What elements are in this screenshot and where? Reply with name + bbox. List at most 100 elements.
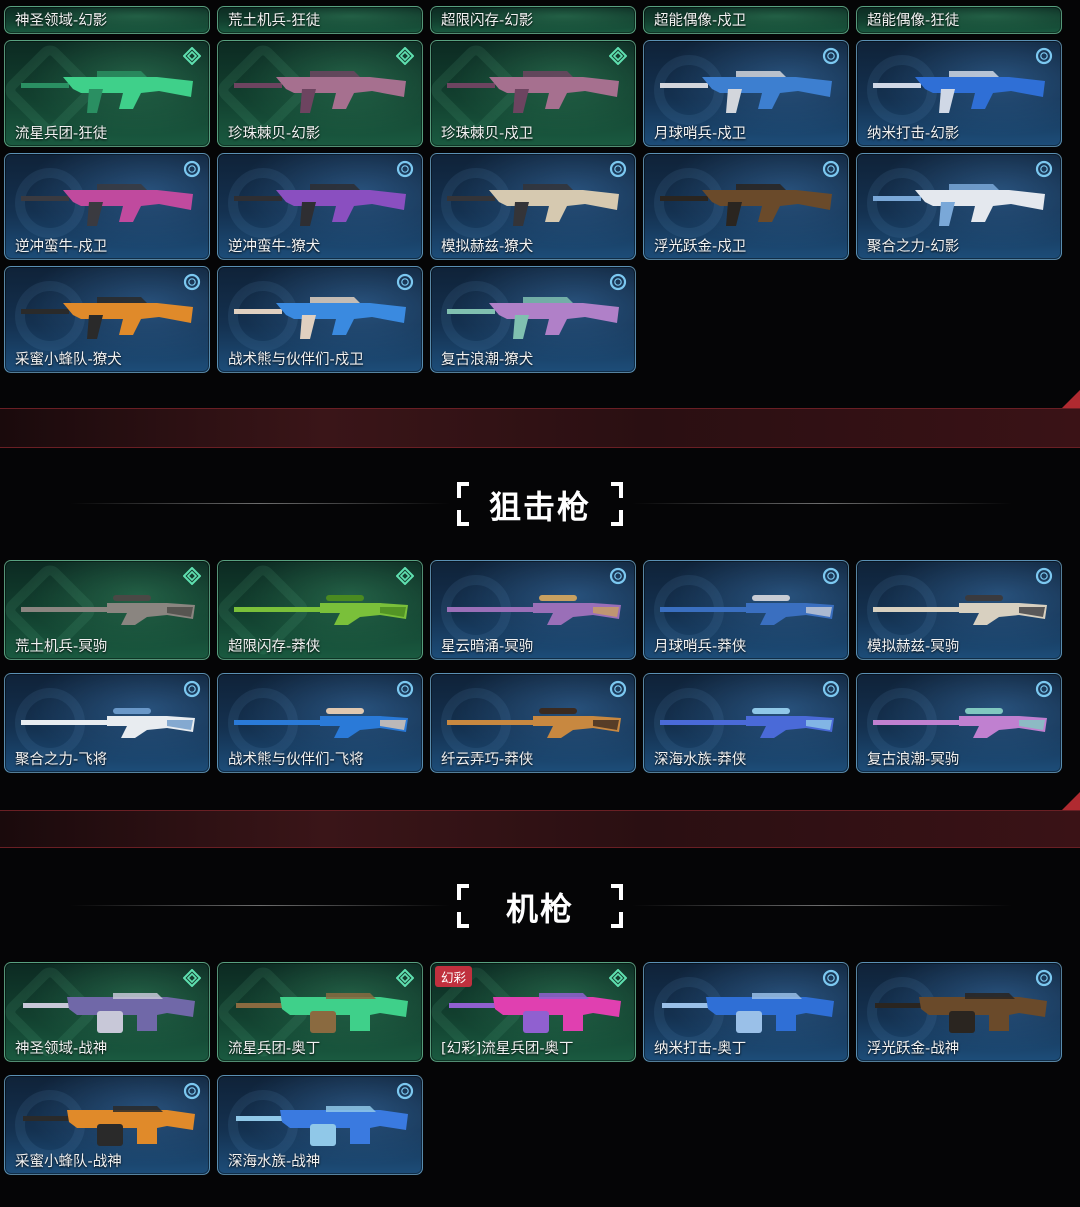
skin-card[interactable]: 荒土机兵-冥驹 [4,560,210,660]
skin-name: 深海水族-战神 [228,1154,321,1170]
weapon-skin-image [234,708,408,738]
tier-ring-icon [396,160,414,178]
tier-ring-icon [822,680,840,698]
tier-ring-icon [822,567,840,585]
tier-ring-icon [183,680,201,698]
tier-ring-icon [396,680,414,698]
weapon-skin-image [236,993,408,1033]
heading-rule-left [70,503,450,504]
weapon-skin-image [449,993,621,1033]
skin-name: 荒土机兵-狂徒 [228,13,321,29]
skin-name: 复古浪潮-冥驹 [867,752,960,768]
tier-ring-icon [609,160,627,178]
skin-card[interactable]: 超限闪存-莽侠 [217,560,423,660]
skin-card[interactable]: 幻彩[幻彩]流星兵团-奥丁 [430,962,636,1062]
skin-name: 深海水族-莽侠 [654,752,747,768]
skin-card[interactable]: 模拟赫兹-獠犬 [430,153,636,260]
skin-card[interactable]: 纤云弄巧-莽侠 [430,673,636,773]
weapon-skin-image [236,1106,408,1146]
section-heading-sniper: 狙击枪 [0,474,1080,534]
skin-card[interactable]: 超限闪存-幻影 [430,6,636,34]
tier-ring-icon [1035,567,1053,585]
skin-card[interactable]: 神圣领域-战神 [4,962,210,1062]
skin-card[interactable]: 珍珠棘贝-戍卫 [430,40,636,147]
skin-card[interactable]: 月球哨兵-戍卫 [643,40,849,147]
skin-name: [幻彩]流星兵团-奥丁 [441,1041,574,1057]
skin-card[interactable]: 荒土机兵-狂徒 [217,6,423,34]
tier-diamond-icon [396,567,414,585]
skin-name: 珍珠棘贝-幻影 [228,126,321,142]
tier-ring-icon [1035,160,1053,178]
skin-name: 复古浪潮-獠犬 [441,352,534,368]
skin-name: 纳米打击-奥丁 [654,1041,747,1057]
tier-diamond-icon [183,969,201,987]
skin-card[interactable]: 战术熊与伙伴们-飞将 [217,673,423,773]
skin-name: 逆冲蛮牛-戍卫 [15,239,108,255]
skin-card[interactable]: 模拟赫兹-冥驹 [856,560,1062,660]
skin-card[interactable]: 浮光跃金-战神 [856,962,1062,1062]
weapon-skin-image [21,71,193,113]
skin-name: 战术熊与伙伴们-戍卫 [228,352,364,368]
sniper-skin-grid: 荒土机兵-冥驹超限闪存-莽侠 星云暗涌-冥驹月球哨兵-莽侠 模拟赫兹-冥驹聚合之力-… [4,560,1064,773]
skin-card[interactable]: 神圣领域-幻影 [4,6,210,34]
weapon-skin-image [873,708,1047,738]
skin-name: 月球哨兵-莽侠 [654,639,747,655]
section-divider [0,408,1080,448]
skin-card[interactable]: 采蜜小蜂队-獠犬 [4,266,210,373]
heading-rule-right [632,503,1012,504]
skin-card[interactable]: 月球哨兵-莽侠 [643,560,849,660]
tier-ring-icon [822,160,840,178]
skin-card[interactable]: 纳米打击-奥丁 [643,962,849,1062]
skin-name: 月球哨兵-戍卫 [654,126,747,142]
bracket-frame-icon [457,884,623,928]
skin-name: 神圣领域-幻影 [15,13,108,29]
skin-card[interactable]: 复古浪潮-獠犬 [430,266,636,373]
skin-card[interactable]: 浮光跃金-戍卫 [643,153,849,260]
tier-ring-icon [1035,680,1053,698]
skin-name: 采蜜小蜂队-獠犬 [15,352,122,368]
tier-ring-icon [396,273,414,291]
skin-card[interactable]: 逆冲蛮牛-獠犬 [217,153,423,260]
tier-ring-icon [183,273,201,291]
skin-card[interactable]: 采蜜小蜂队-战神 [4,1075,210,1175]
skin-card[interactable]: 深海水族-莽侠 [643,673,849,773]
weapon-skin-image [234,297,406,339]
weapon-skin-image [234,595,408,625]
skin-card[interactable]: 深海水族-战神 [217,1075,423,1175]
tier-ring-icon [183,1082,201,1100]
skin-card[interactable]: 聚合之力-幻影 [856,153,1062,260]
skin-name: 超能偶像-戍卫 [654,13,747,29]
skin-name: 超能偶像-狂徒 [867,13,960,29]
skin-card[interactable]: 战术熊与伙伴们-戍卫 [217,266,423,373]
tier-ring-icon [1035,47,1053,65]
skin-card[interactable]: 复古浪潮-冥驹 [856,673,1062,773]
weapon-skin-image [660,71,832,113]
tier-ring-icon [609,567,627,585]
skin-card[interactable]: 珍珠棘贝-幻影 [217,40,423,147]
heading-rule-right [632,905,1012,906]
tier-ring-icon [1035,969,1053,987]
skin-card[interactable]: 超能偶像-狂徒 [856,6,1062,34]
skin-card[interactable]: 纳米打击-幻影 [856,40,1062,147]
weapon-skin-image [21,297,193,339]
skin-name: 纳米打击-幻影 [867,126,960,142]
skin-name: 逆冲蛮牛-獠犬 [228,239,321,255]
skin-name: 模拟赫兹-獠犬 [441,239,534,255]
skin-card[interactable]: 流星兵团-狂徒 [4,40,210,147]
skin-name: 超限闪存-莽侠 [228,639,321,655]
skin-card[interactable]: 流星兵团-奥丁 [217,962,423,1062]
skin-card[interactable]: 逆冲蛮牛-戍卫 [4,153,210,260]
weapon-skin-image [875,993,1047,1033]
skin-card[interactable]: 星云暗涌-冥驹 [430,560,636,660]
skin-card[interactable]: 超能偶像-戍卫 [643,6,849,34]
corner-accent-icon [1062,390,1080,408]
skin-name: 采蜜小蜂队-战神 [15,1154,122,1170]
skin-name: 流星兵团-奥丁 [228,1041,321,1057]
weapon-skin-image [873,184,1045,226]
section-title: 狙击枪 [488,488,591,526]
skin-card[interactable]: 聚合之力-飞将 [4,673,210,773]
weapon-skin-image [447,708,621,738]
heading-rule-left [70,905,450,906]
weapon-skin-image [21,595,195,625]
tier-ring-icon [609,680,627,698]
